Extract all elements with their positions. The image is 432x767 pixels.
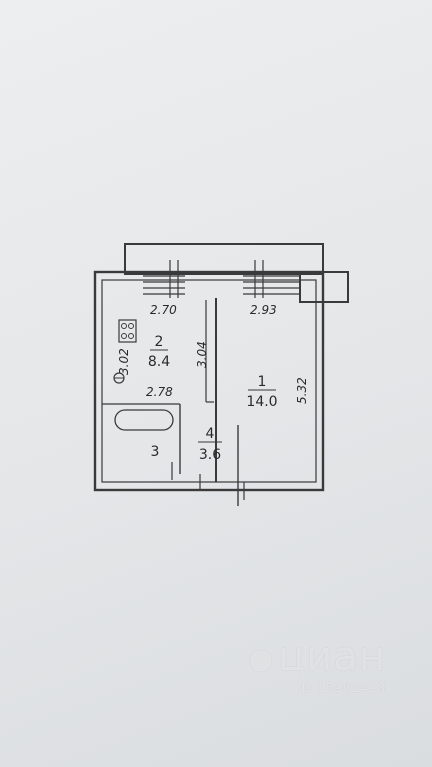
dim-room1-width: 2.93 — [250, 303, 277, 317]
balcony-extension — [299, 271, 349, 303]
room-1-area: 14.0 — [246, 394, 277, 410]
room-4-number: 4 — [206, 426, 215, 442]
balcony-outline — [124, 243, 324, 275]
room-3-number: 3 — [151, 444, 160, 460]
dim-room1-height: 5.32 — [295, 377, 309, 404]
dim-corridor-width: 2.78 — [146, 385, 173, 399]
room-4-area: 3.6 — [199, 447, 221, 463]
dim-partition-length: 3.04 — [195, 341, 209, 368]
window-left — [143, 260, 185, 298]
bathtub — [114, 409, 174, 431]
stove — [118, 319, 137, 343]
dim-room2-width: 2.70 — [150, 303, 177, 317]
watermark: ●циан ID 15902418 — [249, 637, 386, 695]
dim-room2-height: 3.02 — [117, 348, 131, 375]
window-right — [243, 260, 300, 298]
watermark-brand: ●циан — [248, 634, 386, 680]
outer-wall — [93, 270, 325, 492]
room-1-number: 1 — [258, 374, 267, 390]
watermark-code: ID 15902418 — [297, 681, 386, 695]
inner-wall — [101, 279, 317, 483]
room-2-area: 8.4 — [148, 354, 170, 370]
room-2-number: 2 — [155, 334, 164, 350]
